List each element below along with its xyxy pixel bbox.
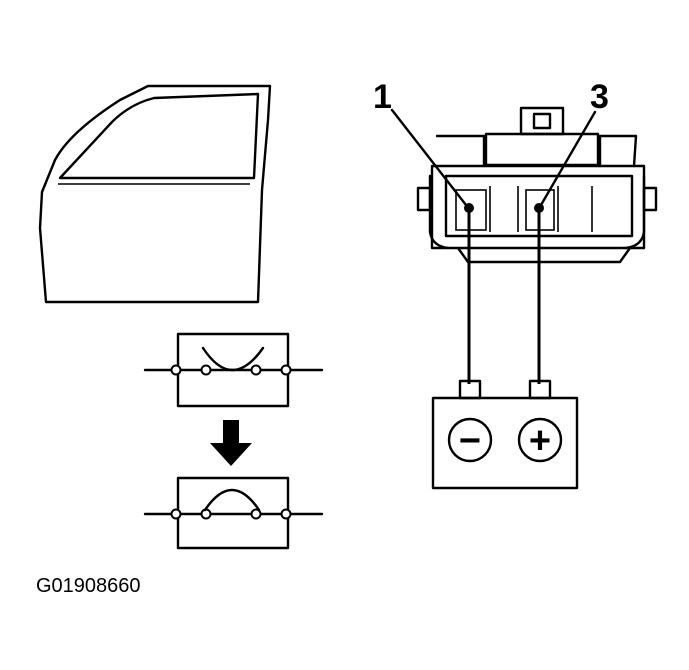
switch-open-contact-icon [143,332,324,408]
leader-line-pin-3 [539,110,597,207]
leader-line-pin-1 [390,108,468,207]
positive-terminal: + [517,417,563,463]
arrow-down-icon [210,420,252,466]
pin-label-1: 1 [373,78,392,116]
switch-connector-icon [416,106,658,264]
positive-terminal-symbol: + [529,420,551,462]
car-front-door-icon [38,84,272,304]
switch-closed-contact-icon [143,476,324,550]
negative-terminal: − [447,417,493,463]
figure-id: G01908660 [36,575,141,597]
pin-label-3: 3 [590,78,609,116]
negative-terminal-symbol: − [459,420,481,462]
battery-icon: − + [431,379,579,490]
